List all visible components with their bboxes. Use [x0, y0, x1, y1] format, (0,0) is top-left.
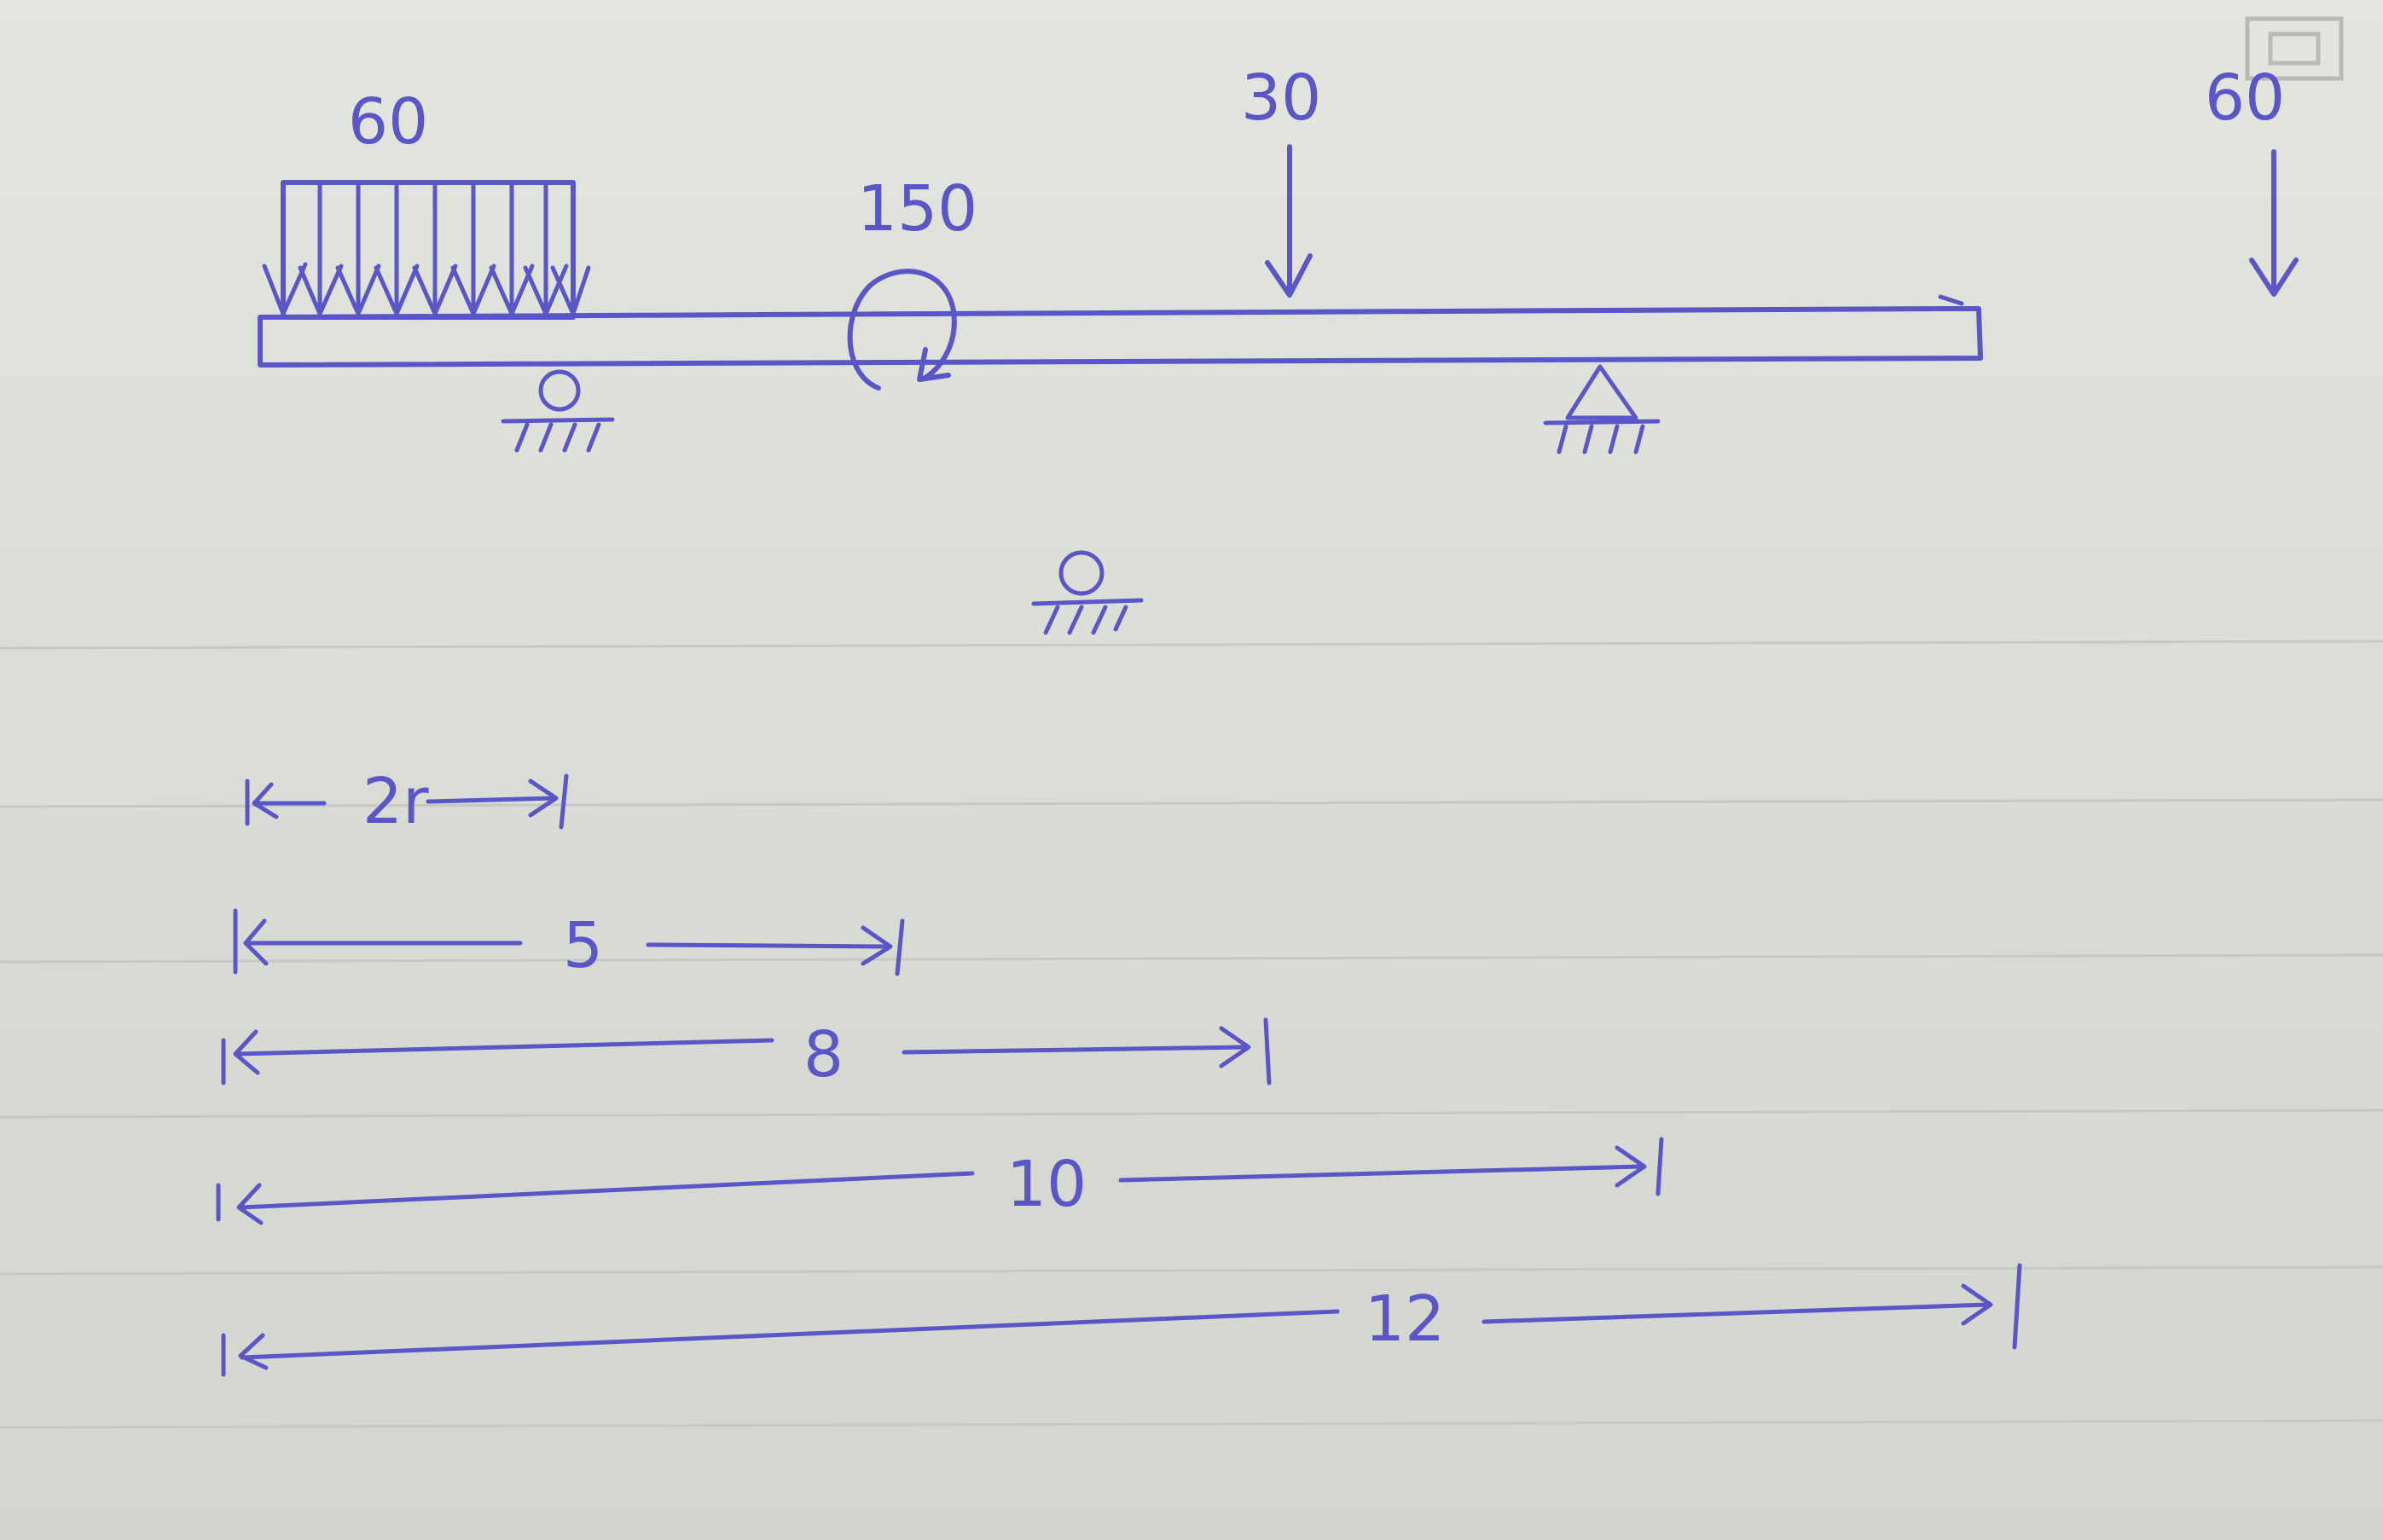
point-load-label: 30 [1241, 61, 1321, 135]
dimension-line: 2r [245, 765, 569, 838]
pin-support [1543, 364, 1661, 454]
page-corner-marker [2245, 16, 2344, 81]
dimension-line: 12 [221, 1263, 2022, 1377]
moment-label: 150 [857, 172, 977, 246]
dimension-label: 10 [1006, 1148, 1087, 1221]
beam [258, 294, 1983, 368]
distributed-load: 60 [262, 85, 591, 320]
distributed-load-label: 60 [348, 85, 428, 159]
moment-load: 150 [847, 172, 977, 391]
dimension-line: 5 [233, 908, 905, 982]
roller-support-sketch [1031, 550, 1144, 635]
point-load: 30 [1241, 61, 1321, 298]
dimension-label: 8 [803, 1018, 844, 1091]
dimension-label: 2r [362, 765, 429, 838]
ruled-lines [0, 640, 2383, 1429]
dimension-label: 12 [1365, 1282, 1445, 1356]
dimension-line: 10 [216, 1137, 1664, 1225]
dimension-label: 5 [563, 909, 603, 982]
offbeam-load: 60 [2205, 61, 2299, 297]
offbeam-load-label: 60 [2205, 61, 2285, 135]
dimension-line: 8 [221, 1017, 1272, 1091]
roller-support [501, 369, 615, 453]
